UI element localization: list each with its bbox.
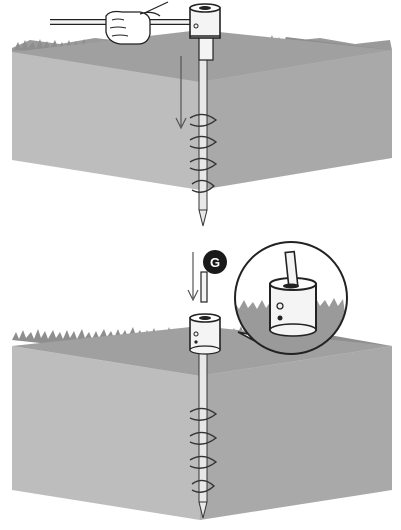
step-1 bbox=[12, 2, 392, 226]
step-2: G bbox=[12, 242, 392, 520]
rod-icon bbox=[201, 272, 207, 302]
callout-badge: G bbox=[203, 250, 227, 274]
anchor-cap-icon bbox=[190, 314, 220, 354]
down-arrow-icon bbox=[188, 252, 198, 300]
callout-letter: G bbox=[210, 255, 220, 270]
